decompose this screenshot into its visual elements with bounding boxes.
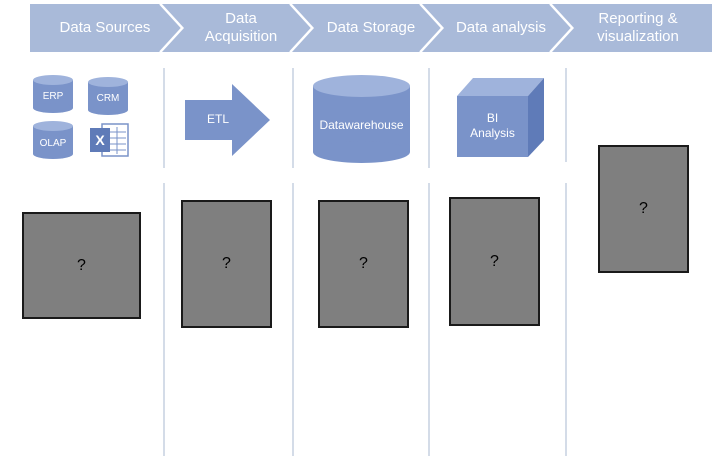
- olap-label: OLAP: [39, 137, 67, 149]
- bi-analysis-label: BI Analysis: [470, 111, 515, 140]
- erp-label: ERP: [42, 90, 64, 102]
- erp-database-icon: [33, 75, 73, 113]
- chevron-data-acquisition: [162, 4, 312, 52]
- placeholder-box-data-acquisition: ?: [181, 200, 272, 328]
- placeholder-box-data-sources: ?: [22, 212, 141, 319]
- placeholder-box-data-storage: ?: [318, 200, 409, 328]
- chevron-reporting: [552, 4, 712, 52]
- etl-label: ETL: [206, 112, 229, 126]
- etl-arrow-icon: [185, 84, 270, 156]
- crm-database-icon: [88, 77, 128, 115]
- excel-letter: X: [95, 132, 105, 148]
- placeholder-box-data-analysis: ?: [449, 197, 540, 326]
- datawarehouse-cylinder-icon: [313, 75, 410, 163]
- chevron-data-analysis: [422, 4, 572, 52]
- olap-database-icon: [33, 121, 73, 159]
- stage-label-data-analysis: Data analysis: [455, 19, 547, 36]
- stage-label-data-storage: Data Storage: [326, 19, 416, 36]
- chevron-data-storage: [292, 4, 442, 52]
- chevron-data-sources: [30, 4, 182, 52]
- excel-icon: [90, 123, 129, 157]
- placeholder-box-reporting: ?: [598, 145, 689, 273]
- crm-label: CRM: [96, 92, 120, 104]
- stage-label-reporting: Reporting & visualization: [597, 10, 679, 45]
- bi-analysis-cube-icon: [457, 78, 544, 157]
- stage-label-data-sources: Data Sources: [59, 19, 151, 36]
- datawarehouse-label: Datawarehouse: [319, 118, 404, 132]
- stage-label-data-acquisition: Data Acquisition: [204, 10, 278, 45]
